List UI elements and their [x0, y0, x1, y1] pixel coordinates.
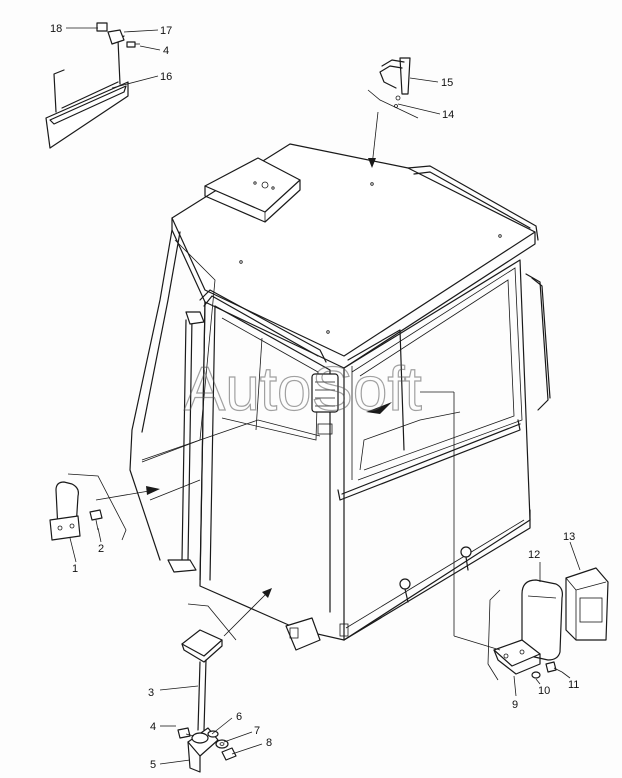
- side-bracket-group: [49, 481, 103, 541]
- callout-17: 17: [160, 25, 172, 37]
- callout-4-bottom: 4: [150, 721, 156, 733]
- lamp-housing-group: [493, 567, 609, 679]
- callout-11: 11: [568, 679, 579, 691]
- callout-7: 7: [254, 725, 260, 737]
- callout-10: 10: [538, 685, 550, 697]
- sun-visor-group: [45, 22, 140, 149]
- callout-4-top: 4: [163, 45, 169, 57]
- callout-15: 15: [441, 77, 453, 89]
- callout-3: 3: [148, 687, 154, 699]
- mount-stand-group: [177, 629, 237, 773]
- cab-body: [129, 143, 551, 651]
- callout-1: 1: [72, 563, 78, 575]
- callout-8: 8: [266, 737, 272, 749]
- callout-5: 5: [150, 759, 156, 771]
- coat-hook-group: [379, 57, 411, 108]
- callout-18: 18: [50, 23, 62, 35]
- assembly-arrows: [67, 89, 501, 681]
- callout-14: 14: [442, 109, 454, 121]
- callout-leaders: [66, 27, 581, 765]
- callout-9: 9: [512, 699, 518, 711]
- callout-12: 12: [528, 549, 540, 561]
- watermark-text: AutoSoft: [184, 355, 422, 424]
- callout-2: 2: [98, 543, 104, 555]
- callout-6: 6: [236, 711, 242, 723]
- callout-13: 13: [563, 531, 575, 543]
- callout-labels: 18 17 4 16 15 14 1 2 12 13 3 4 6 7 5 8 9…: [50, 23, 579, 771]
- callout-16: 16: [160, 71, 172, 83]
